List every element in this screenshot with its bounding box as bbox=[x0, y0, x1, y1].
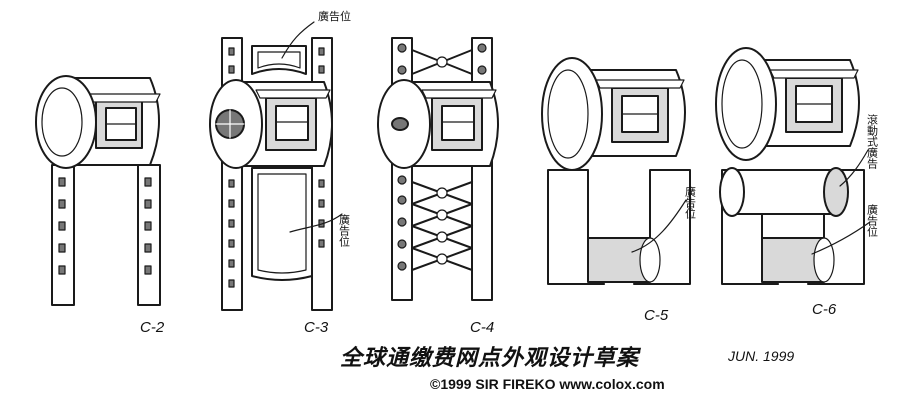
c6-end-disc bbox=[715, 47, 777, 161]
c3-top-ad-panel bbox=[251, 45, 307, 75]
c5-ad-callout-text: 廣告位 bbox=[684, 185, 697, 219]
c4-model-label: C-4 bbox=[470, 319, 494, 336]
c3-model-label: C-3 bbox=[304, 319, 329, 336]
design-c3 bbox=[209, 37, 333, 311]
c6-ad-callout-text: 廣告位 bbox=[866, 203, 879, 237]
design-c5 bbox=[541, 57, 691, 285]
c3-side-callout: 廣告位 bbox=[289, 213, 351, 247]
c5-model-label: C-5 bbox=[644, 307, 669, 324]
c2-awning bbox=[85, 93, 161, 103]
c2-leg-holes bbox=[58, 177, 152, 275]
c3-bottom-ad-panel bbox=[251, 167, 313, 281]
c3-pole-holes bbox=[228, 47, 325, 288]
c6-scrolling-roller bbox=[731, 169, 837, 215]
c4-window bbox=[441, 105, 475, 141]
c3-top-ad-callout-text: 廣告位 bbox=[318, 9, 351, 23]
design-c6 bbox=[715, 47, 865, 285]
c3-top-callout: 廣告位 bbox=[281, 9, 351, 59]
design-c4 bbox=[377, 37, 499, 301]
c4-right-pole bbox=[471, 37, 493, 301]
sheet-date: JUN. 1999 bbox=[728, 348, 795, 364]
c6-model-label: C-6 bbox=[812, 301, 837, 318]
sheet-title: 全球通缴费网点外观设计草案 bbox=[340, 345, 640, 371]
c6-scroll-ad-callout-text: 滾動式廣告 bbox=[866, 113, 879, 170]
c6-scroll-callout: 滾動式廣告 bbox=[839, 113, 879, 187]
c3-right-pole bbox=[311, 37, 333, 311]
c6-roller-end-right bbox=[823, 167, 849, 217]
c5-side-callout: 廣告位 bbox=[631, 185, 697, 253]
copyright-credit: ©1999 SIR FIREKO www.colox.com bbox=[430, 376, 665, 392]
c4-left-pole bbox=[391, 37, 413, 301]
design-c2 bbox=[35, 75, 161, 306]
c2-end-disc bbox=[35, 75, 97, 169]
c6-roller-end-left bbox=[719, 167, 745, 217]
c4-cross-brace-top bbox=[411, 49, 473, 75]
c3-side-ad-callout-text: 廣告位 bbox=[338, 213, 351, 247]
c5-end-disc bbox=[541, 57, 603, 171]
c3-left-pole bbox=[221, 37, 243, 311]
c4-pole-holes bbox=[397, 43, 487, 271]
c4-cross-brace-bottom bbox=[411, 181, 473, 271]
c2-model-label: C-2 bbox=[140, 319, 165, 336]
c6-bottom-callout: 廣告位 bbox=[811, 203, 879, 255]
c4-hub bbox=[391, 117, 409, 131]
c3-window bbox=[275, 105, 309, 141]
